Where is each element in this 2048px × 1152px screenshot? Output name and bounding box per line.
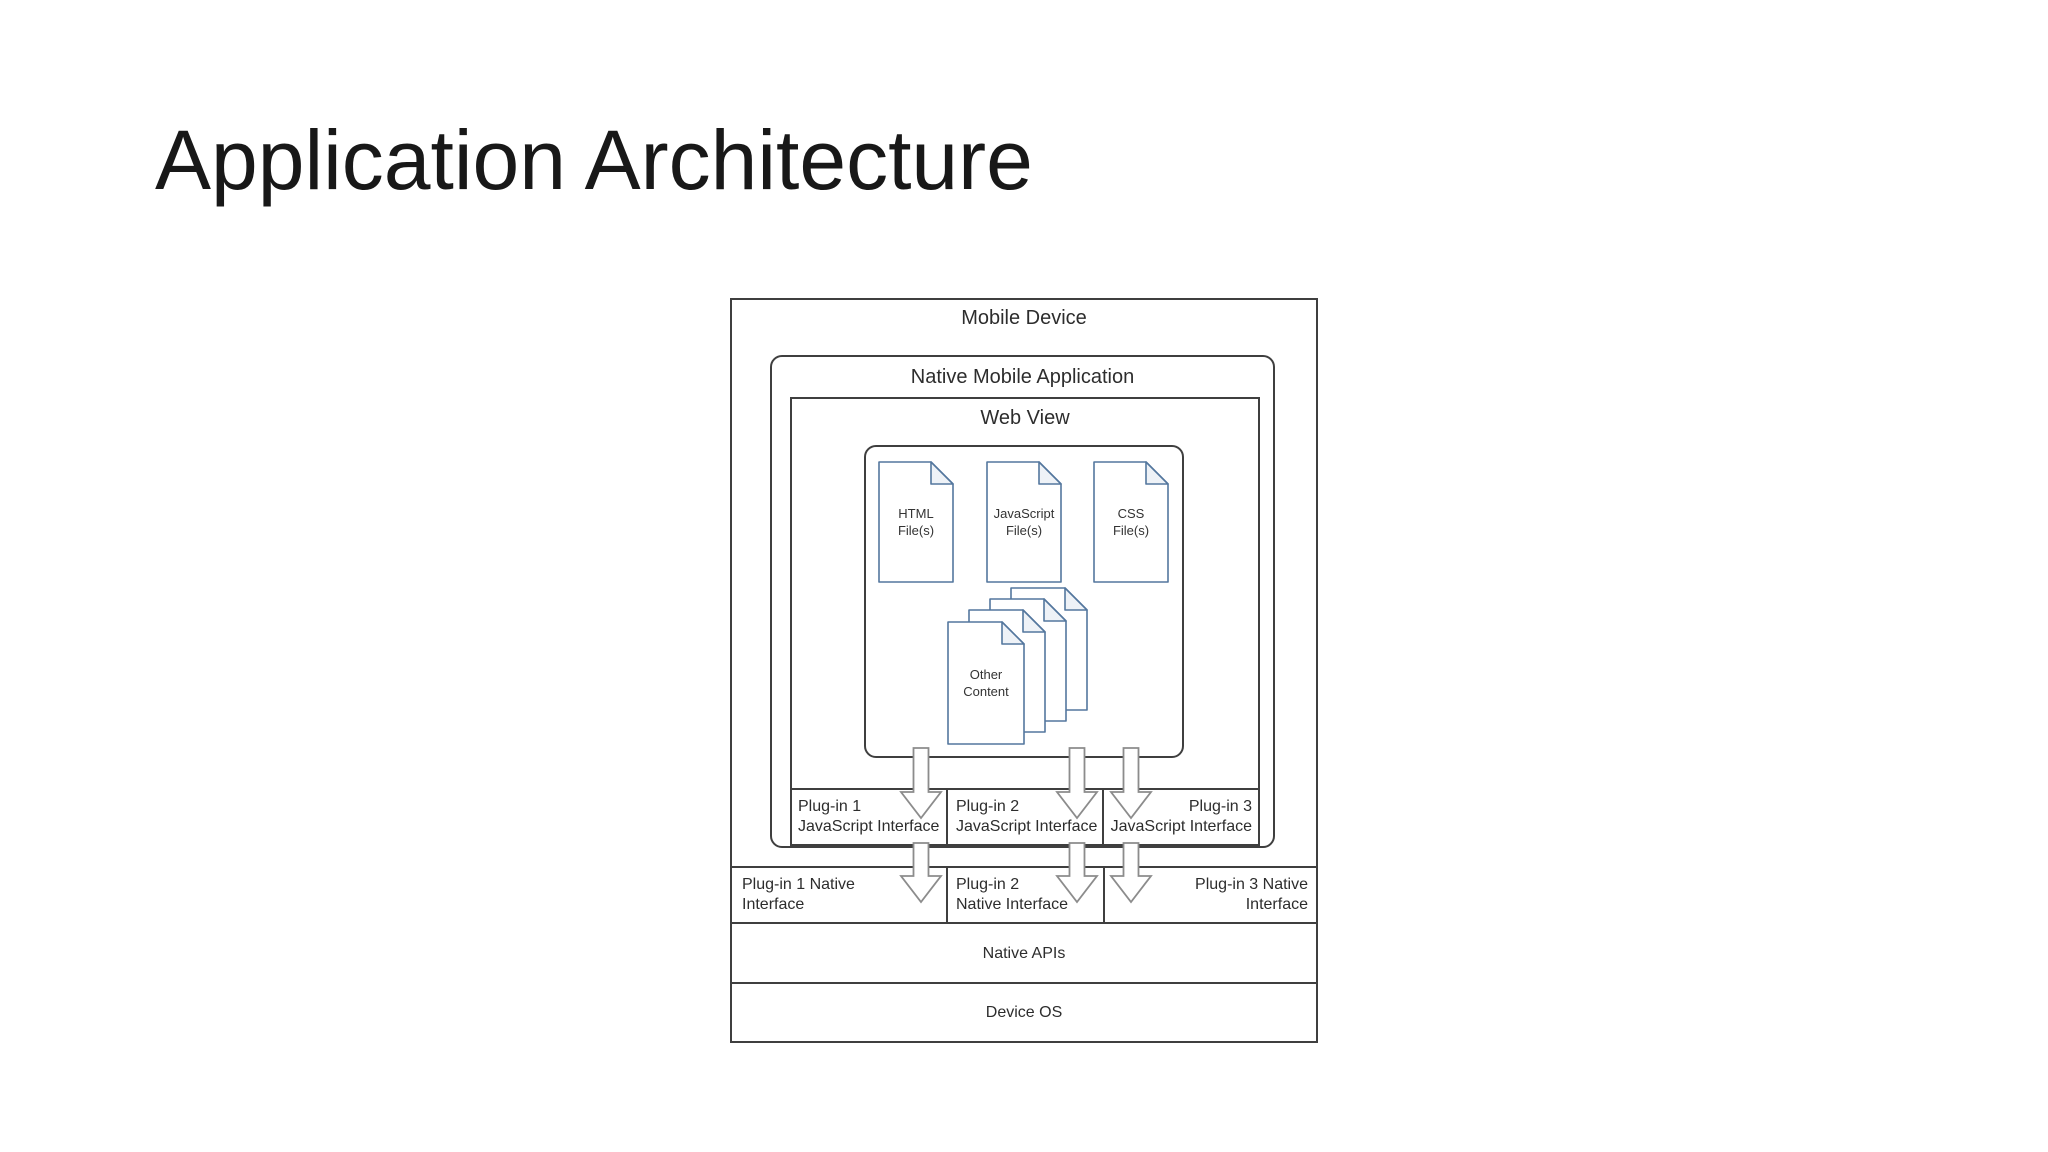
- device-os-label: Device OS: [985, 1004, 1063, 1021]
- native-interface-divider-1: [946, 868, 948, 922]
- native-apis-label: Native APIs: [982, 945, 1066, 962]
- javascript-file-label: JavaScript File(s): [993, 506, 1055, 538]
- native-apis-row: [730, 924, 1318, 984]
- javascript-file-icon: [986, 461, 1062, 583]
- web-content-container-box: [864, 445, 1184, 758]
- web-view-label: Web View: [980, 407, 1070, 429]
- web-view-box: [790, 397, 1260, 846]
- plugin3-native-interface-cell: Plug-in 3 Native Interface: [1195, 876, 1308, 913]
- plugin2-native-interface-cell: Plug-in 2 Native Interface: [956, 876, 1069, 913]
- html-file-label: HTML File(s): [897, 506, 935, 538]
- native-mobile-application-label: Native Mobile Application: [910, 366, 1135, 388]
- plugin1-js-interface-cell: Plug-in 1 JavaScript Interface: [798, 798, 940, 835]
- js-interface-divider-2: [1102, 790, 1104, 846]
- plugin3-js-interface-cell: Plug-in 3 JavaScript Interface: [1110, 798, 1252, 835]
- native-interface-divider-2: [1103, 868, 1105, 922]
- plugin2-js-interface-cell: Plug-in 2 JavaScript Interface: [956, 798, 1098, 835]
- other-content-file-icon: [947, 621, 1025, 745]
- plugin1-native-interface-cell: Plug-in 1 Native Interface: [742, 876, 855, 913]
- js-interface-row-top-border: [790, 788, 1260, 790]
- mobile-device-label: Mobile Device: [961, 307, 1087, 329]
- other-content-label: Other Content: [963, 667, 1009, 699]
- css-file-label: CSS File(s): [1112, 506, 1150, 538]
- css-file-icon: [1093, 461, 1169, 583]
- native-interface-row: [730, 866, 1318, 924]
- js-interface-divider-1: [946, 790, 948, 846]
- html-file-icon: [878, 461, 954, 583]
- slide-title: Application Architecture: [155, 113, 1033, 207]
- native-mobile-application-box: [770, 355, 1275, 848]
- mobile-device-box: [730, 298, 1318, 1043]
